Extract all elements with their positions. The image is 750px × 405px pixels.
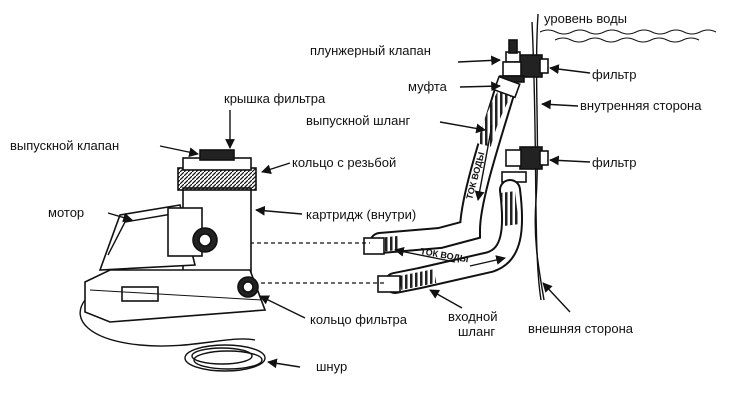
pointer-drain-valve xyxy=(159,145,199,157)
outlet-hose xyxy=(367,75,521,254)
pointer-outlet-hose xyxy=(439,121,486,134)
pointer-cord xyxy=(267,358,301,369)
label-filter-cover: крышка фильтра xyxy=(224,91,326,106)
pointer-filter-mid xyxy=(549,155,591,166)
label-filter-ring: кольцо фильтра xyxy=(310,312,408,327)
label-outlet-hose: выпускной шланг xyxy=(306,113,411,128)
pointer-outer-side xyxy=(542,282,571,313)
pointer-cartridge xyxy=(255,205,303,216)
label-coupling: муфта xyxy=(408,79,448,94)
pointer-motor xyxy=(107,212,133,223)
label-cartridge: картридж (внутри) xyxy=(306,207,416,222)
label-filter-top: фильтр xyxy=(592,67,636,82)
label-drain-valve: выпускной клапан xyxy=(10,138,119,153)
label-plunger-valve: плунжерный клапан xyxy=(310,43,431,58)
label-inner-side: внутренняя сторона xyxy=(580,98,702,113)
label-inlet-hose-line1: входной xyxy=(448,309,497,324)
wall-fitting-mid xyxy=(501,146,549,183)
label-threaded-ring: кольцо с резьбой xyxy=(292,155,396,170)
water-level-line xyxy=(539,29,717,43)
label-cord: шнур xyxy=(316,359,347,374)
pointer-threaded-ring xyxy=(261,162,291,174)
label-motor: мотор xyxy=(48,205,84,220)
label-filter-mid: фильтр xyxy=(592,155,636,170)
wall-fitting-top xyxy=(499,39,549,83)
label-water-level: уровень воды xyxy=(544,11,627,26)
pointer-coupling xyxy=(459,81,501,92)
pointer-inner-side xyxy=(541,99,579,110)
label-inlet-hose: входной шланг xyxy=(448,309,501,339)
label-inlet-hose-line2: шланг xyxy=(458,324,495,339)
pointer-filter-ring xyxy=(259,295,306,319)
pointer-inlet-hose xyxy=(429,289,463,309)
label-outer-side: внешняя сторона xyxy=(528,321,634,336)
pointer-plunger-valve xyxy=(457,55,501,66)
pointer-filter-top xyxy=(549,64,591,74)
power-cord xyxy=(79,299,266,372)
